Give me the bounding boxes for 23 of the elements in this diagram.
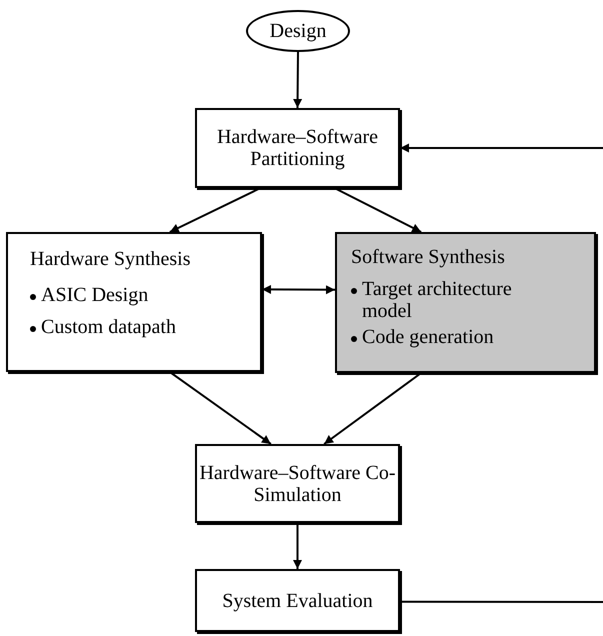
box-label: Design [270, 20, 326, 42]
arrow [169, 371, 272, 445]
process-box [6, 232, 262, 372]
bullet-item: Target architecture model [362, 278, 513, 322]
arrow [293, 523, 302, 569]
arrow [400, 144, 603, 152]
box-label: Hardware–Software Partitioning [216, 126, 380, 170]
connector-line [400, 600, 603, 603]
box-heading: Hardware Synthesis [30, 248, 191, 270]
bullet-item: Custom datapath [41, 316, 176, 338]
bullet-item: Code generation [362, 326, 494, 348]
bullet-item: ASIC Design [41, 284, 148, 306]
process-box [195, 108, 400, 188]
process-box [335, 232, 596, 373]
arrow [324, 372, 422, 445]
box-heading: Software Synthesis [351, 246, 505, 268]
arrow [262, 284, 335, 294]
process-box [195, 444, 400, 523]
box-label: Hardware–Software Co-Simulation [198, 462, 397, 506]
box-label: System Evaluation [222, 590, 373, 612]
arrow [334, 187, 422, 233]
process-box [195, 569, 400, 632]
arrow [293, 52, 302, 108]
